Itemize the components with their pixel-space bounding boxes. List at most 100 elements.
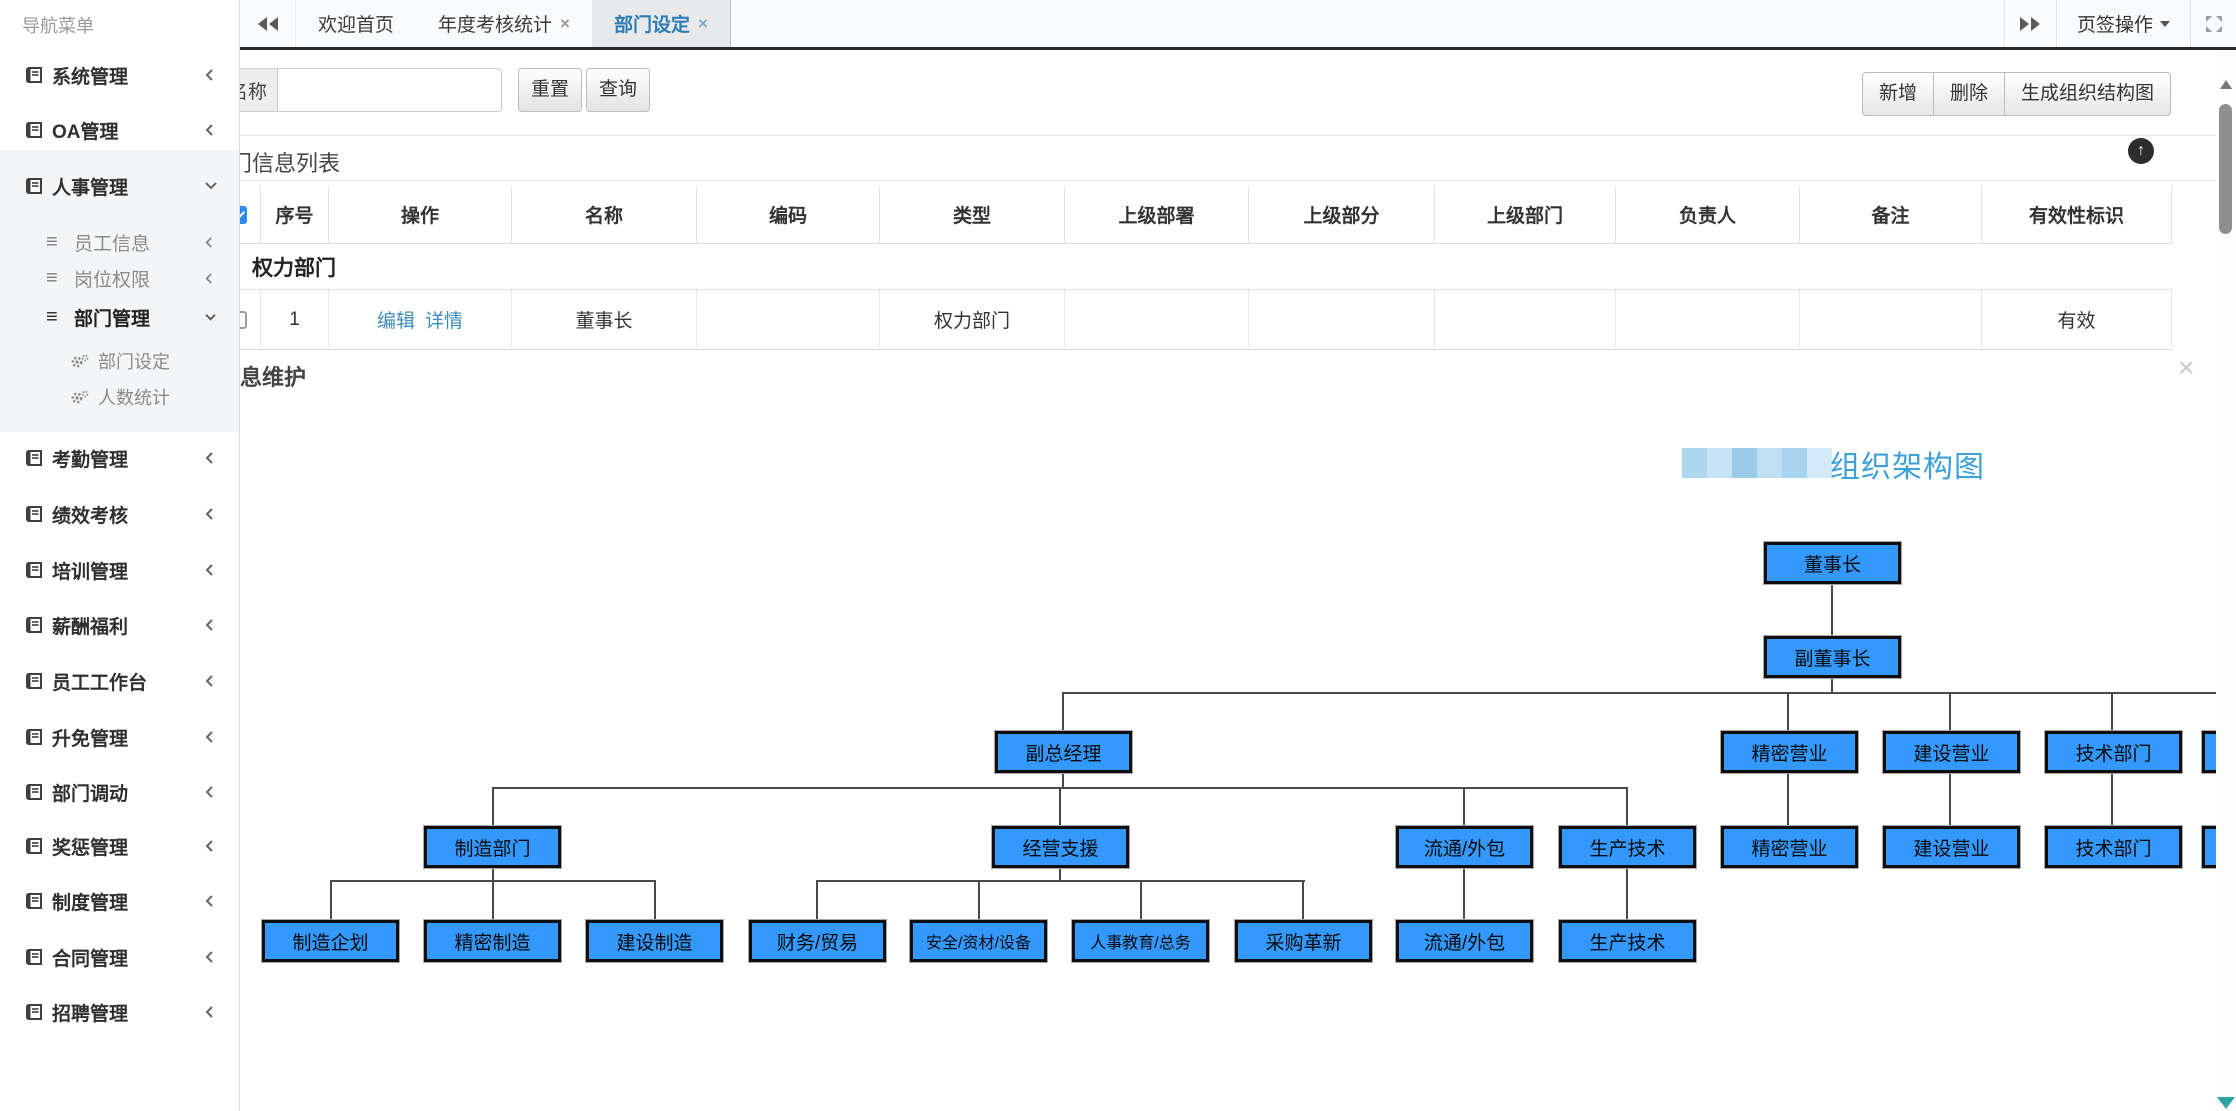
org-line [978, 880, 980, 920]
tab-operations-dropdown[interactable]: 页签操作 [2055, 0, 2190, 47]
chevron-left-icon [204, 894, 214, 908]
org-line [492, 787, 494, 826]
org-line [1626, 868, 1628, 920]
cell-valid: 有效 [1982, 290, 2172, 349]
detail-link[interactable]: 详情 [425, 311, 464, 332]
sidebar-title: 导航菜单 [22, 16, 94, 36]
org-line [1059, 868, 1061, 880]
chevron-down-icon [204, 181, 218, 191]
book-icon [26, 506, 43, 522]
sidebar-item-policy[interactable]: 制度管理 [0, 887, 239, 915]
col-seq: 序号 [261, 186, 329, 243]
sidebar-item-contracts[interactable]: 合同管理 [0, 943, 239, 971]
org-line [654, 880, 656, 920]
add-button[interactable]: 新增 [1862, 72, 1935, 116]
org-node: 副总经理 [995, 731, 1132, 773]
sidebar-item-headcount-stats[interactable]: 人数统计 [0, 383, 239, 411]
scroll-tabs-left-button[interactable] [240, 0, 296, 47]
search-button[interactable]: 查询 [586, 68, 650, 112]
chevron-left-icon [204, 68, 214, 82]
sidebar-item-attendance[interactable]: 考勤管理 [0, 444, 239, 472]
tab-annual-assessment[interactable]: 年度考核统计 × [438, 13, 570, 37]
tab-home[interactable]: 欢迎首页 [318, 15, 395, 36]
sidebar-item-workbench[interactable]: 员工工作台 [0, 667, 239, 695]
sidebar-item-transfer[interactable]: 部门调动 [0, 778, 239, 806]
collapse-panel-icon[interactable]: ↑ [2128, 138, 2154, 164]
gears-icon [70, 354, 89, 369]
sidebar-item-system[interactable]: 系统管理 [0, 61, 239, 89]
chevron-left-icon [204, 236, 213, 249]
col-actions: 操作 [329, 186, 512, 243]
scroll-tabs-right-button[interactable] [2003, 0, 2056, 47]
sidebar-item-recruiting[interactable]: 招聘管理 [0, 998, 239, 1026]
generate-orgchart-button[interactable]: 生成组织结构图 [2005, 72, 2172, 116]
sidebar-item-compensation[interactable]: 薪酬福利 [0, 611, 239, 639]
org-node: 制造企划 [262, 920, 399, 962]
cell-superior1 [1065, 290, 1249, 349]
table-row[interactable]: 1 编辑 详情 董事长 权力部门 有效 [170, 290, 2172, 350]
col-name: 名称 [512, 186, 697, 243]
org-line [1302, 880, 1304, 920]
reset-button[interactable]: 重置 [518, 68, 582, 112]
sidebar-item-post-permission[interactable]: ≡ 岗位权限 [0, 264, 239, 292]
org-line [330, 880, 332, 920]
sidebar-item-performance[interactable]: 绩效考核 [0, 500, 239, 528]
col-valid: 有效性标识 [1982, 186, 2172, 243]
scroll-down-corner-icon[interactable] [2217, 1097, 2235, 1109]
col-manager: 负责人 [1616, 186, 1800, 243]
close-icon[interactable]: × [2178, 352, 2195, 383]
sidebar: 导航菜单 系统管理 OA管理 人事管理 ≡ 员工信息 ≡ 岗位权限 ≡ [0, 0, 240, 1111]
maintenance-panel-title: 息维护 [240, 365, 307, 390]
book-icon [26, 949, 43, 965]
divider [170, 180, 2236, 181]
org-line [2111, 692, 2113, 731]
sidebar-item-oa[interactable]: OA管理 [0, 116, 239, 144]
sidebar-item-hr[interactable]: 人事管理 [0, 172, 239, 200]
scroll-up-arrow-icon[interactable] [2220, 80, 2232, 89]
sidebar-item-department-setup[interactable]: 部门设定 [0, 347, 239, 375]
book-icon [26, 1004, 43, 1020]
chevron-left-icon [204, 618, 214, 632]
sidebar-item-promotion[interactable]: 升免管理 [0, 723, 239, 751]
sidebar-item-rewards[interactable]: 奖惩管理 [0, 832, 239, 860]
sidebar-item-department-management[interactable]: ≡ 部门管理 [0, 303, 239, 331]
org-node: 流通/外包 [1396, 826, 1533, 868]
redacted-company-name [1682, 448, 1832, 478]
vertical-scrollbar [2216, 50, 2236, 1111]
chevron-left-icon [204, 1005, 214, 1019]
chevron-left-icon [204, 123, 214, 137]
divider [170, 135, 2236, 136]
org-node: 建设营业 [1883, 731, 2020, 773]
double-left-arrow-icon [257, 16, 267, 31]
fullscreen-button[interactable] [2190, 0, 2236, 47]
org-line [1463, 868, 1465, 920]
tab-close-icon[interactable]: × [697, 13, 708, 33]
delete-button[interactable]: 删除 [1934, 72, 2006, 116]
cell-name: 董事长 [512, 290, 697, 349]
chevron-down-icon [204, 313, 217, 322]
chevron-left-icon [204, 507, 214, 521]
org-node: 人事教育/总务 [1072, 920, 1209, 962]
org-line [1787, 692, 1789, 731]
col-remark: 备注 [1800, 186, 1982, 243]
list-icon: ≡ [46, 267, 58, 289]
org-line [1787, 773, 1789, 826]
org-line [1062, 692, 1064, 731]
book-icon [26, 893, 43, 909]
book-icon [26, 784, 43, 800]
org-line [1062, 773, 1064, 787]
scrollbar-thumb[interactable] [2219, 104, 2232, 234]
sidebar-item-training[interactable]: 培训管理 [0, 556, 239, 584]
sidebar-item-employee-info[interactable]: ≡ 员工信息 [0, 228, 239, 256]
name-input[interactable] [277, 68, 502, 112]
book-icon [26, 562, 43, 578]
tab-department-setup[interactable]: 部门设定 × [591, 0, 731, 47]
org-node: 流通/外包 [1396, 920, 1533, 962]
org-node: 经营支援 [992, 826, 1129, 868]
org-line [1831, 584, 1833, 636]
edit-link[interactable]: 编辑 [376, 311, 415, 332]
org-node: 技术部门 [2045, 731, 2182, 773]
tab-close-icon[interactable]: × [560, 13, 570, 33]
col-superior1: 上级部署 [1065, 186, 1249, 243]
